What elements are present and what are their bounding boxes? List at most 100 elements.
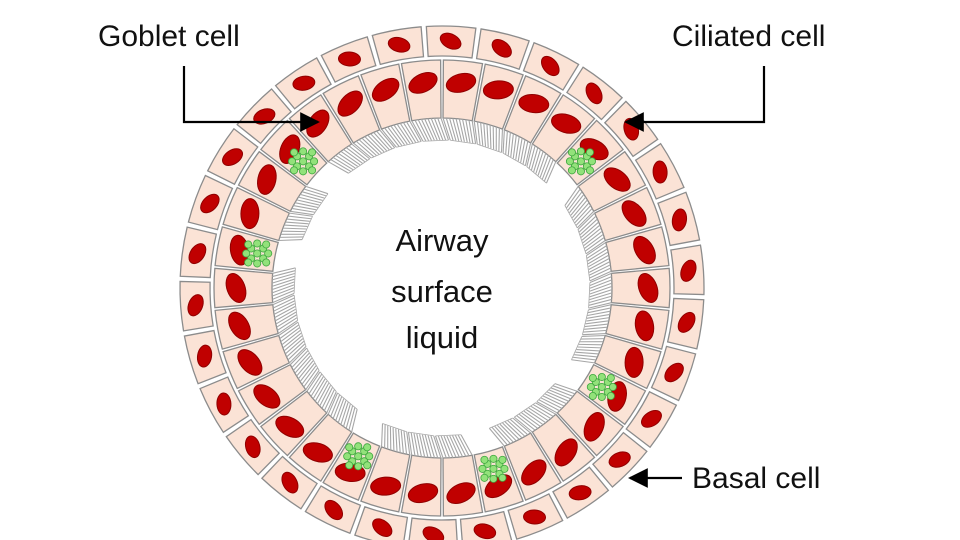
columnar-nucleus <box>583 411 605 442</box>
cilia <box>588 272 613 309</box>
ciliated-cell <box>585 226 670 282</box>
ciliated-cell <box>577 186 662 255</box>
ciliated-cell <box>588 267 671 309</box>
ciliated-cell <box>288 392 358 483</box>
basal-nucleus <box>216 392 232 416</box>
cilia <box>582 304 612 336</box>
mucus-granules <box>242 239 273 268</box>
basal-cell <box>625 390 678 449</box>
basal-nucleus <box>473 523 497 540</box>
cilia <box>434 434 473 459</box>
basal-cell <box>371 26 425 66</box>
basal-cell <box>425 25 477 59</box>
columnar-nucleus <box>275 415 305 438</box>
columnar-nucleus <box>228 311 251 341</box>
epithelium-ring <box>179 25 705 540</box>
cilia <box>271 267 296 304</box>
columnar-nucleus <box>370 476 402 496</box>
basal-nucleus <box>671 208 688 232</box>
ciliated-cell <box>259 371 337 457</box>
cilia <box>502 129 532 167</box>
columnar-nucleus <box>257 164 277 195</box>
ciliated-cell <box>213 267 296 309</box>
cilia <box>577 212 606 255</box>
basal-cell <box>206 127 259 186</box>
ciliated-cell-label: Ciliated cell <box>672 20 825 53</box>
columnar-nucleus <box>551 113 582 134</box>
basal-nucleus <box>608 451 631 468</box>
cilia <box>272 294 299 334</box>
basal-nucleus <box>677 311 696 333</box>
ciliated-cell <box>400 59 450 142</box>
basal-nucleus <box>281 471 299 494</box>
basal-cell <box>475 28 530 71</box>
mucus-granules <box>478 454 509 483</box>
goblet-cell <box>259 119 328 186</box>
basal-nucleus <box>585 82 603 105</box>
basal-cell <box>260 455 318 510</box>
ciliated-cell <box>322 75 396 159</box>
basal-cell <box>179 280 214 332</box>
goblet-cell <box>214 226 280 273</box>
mucus-granules <box>343 442 374 471</box>
mucus-granules <box>565 147 596 176</box>
basal-nucleus <box>324 499 344 521</box>
cilia <box>526 143 557 184</box>
cilia <box>278 212 313 242</box>
columnar-nucleus <box>302 442 333 463</box>
columnar-nucleus <box>634 310 655 342</box>
basal-cell <box>522 41 580 91</box>
basal-nucleus <box>222 148 244 166</box>
basal-cell <box>225 418 281 476</box>
columnar-nucleus <box>407 483 439 504</box>
cilia <box>380 423 411 455</box>
goblet-cell <box>556 119 625 186</box>
cilia <box>289 347 320 390</box>
basal-cell <box>670 244 705 296</box>
basal-cell <box>566 66 624 121</box>
basal-nucleus <box>523 509 547 525</box>
columnar-nucleus <box>633 235 656 265</box>
basal-nucleus <box>244 435 261 459</box>
goblet-cell <box>473 446 524 513</box>
columnar-nucleus <box>371 77 400 102</box>
basal-cell <box>187 174 234 231</box>
goblet-cell-label: Goblet cell <box>98 20 240 53</box>
mucus-granules <box>586 372 617 401</box>
basal-cell <box>354 505 409 540</box>
cilia <box>564 186 595 229</box>
arrow-right-icon <box>182 66 320 132</box>
ciliated-cell <box>214 294 299 350</box>
ciliated-cell <box>222 321 307 390</box>
ciliated-cell <box>571 334 662 390</box>
columnar-nucleus <box>482 80 514 100</box>
cilia <box>353 129 396 159</box>
columnar-nucleus <box>637 273 659 303</box>
basal-cell-label: Basal cell <box>692 462 820 495</box>
basal-nucleus <box>200 193 220 214</box>
ciliated-cell <box>488 417 562 501</box>
airway-label-line-2: surface <box>391 274 493 309</box>
basal-cell <box>320 36 377 83</box>
basal-nucleus <box>372 518 393 537</box>
ciliated-cell <box>400 431 442 517</box>
basal-cell <box>507 493 564 540</box>
basal-nucleus <box>187 294 204 317</box>
mucus-granules <box>288 147 319 176</box>
cilia <box>327 143 371 174</box>
basal-nucleus <box>640 410 662 428</box>
columnar-nucleus <box>624 346 644 378</box>
ciliated-cell <box>513 402 596 483</box>
basal-nucleus <box>439 32 462 50</box>
basal-nucleus <box>387 36 411 53</box>
columnar-nucleus <box>446 482 476 504</box>
columnar-cell-layer <box>213 59 671 517</box>
cilia <box>473 121 504 153</box>
ciliated-cell <box>473 63 524 153</box>
basal-cell <box>408 517 458 540</box>
ciliated-cell <box>536 383 625 457</box>
basal-nucleus <box>188 243 207 265</box>
basal-cell <box>591 431 648 488</box>
ciliated-cell <box>434 434 484 517</box>
